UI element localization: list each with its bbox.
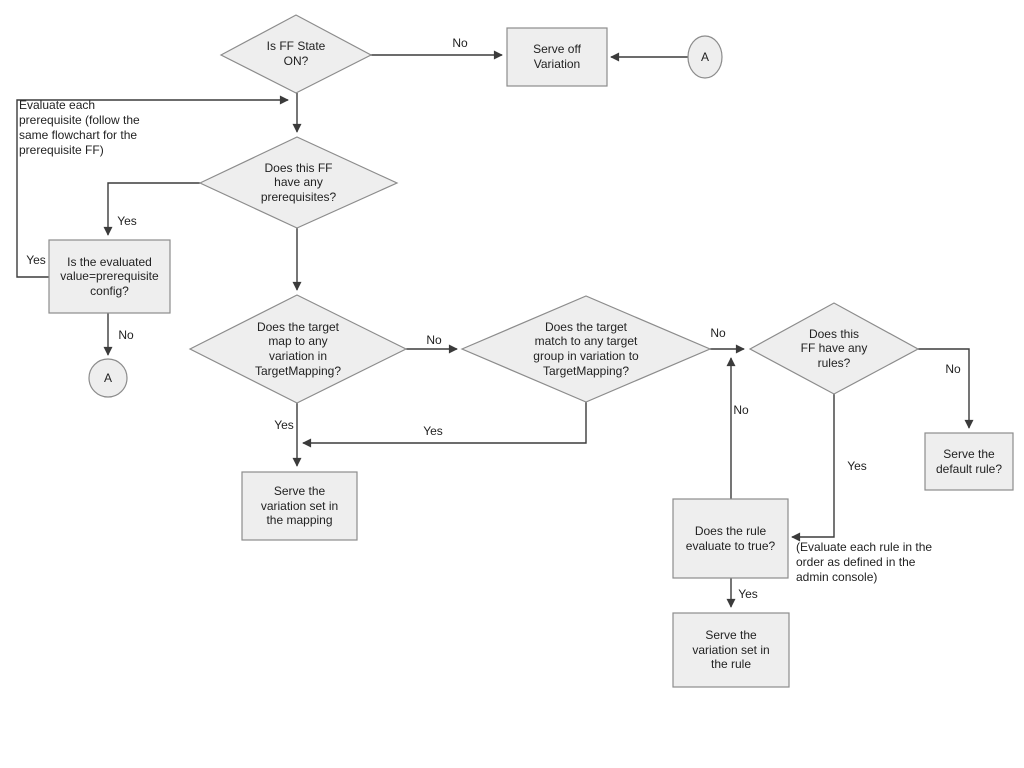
edge-rules-no bbox=[918, 348, 974, 429]
process-evaluated-value-matches bbox=[48, 239, 171, 314]
edge-eval-loop-back bbox=[16, 95, 289, 278]
edge-label-rule-false-no: No bbox=[733, 403, 749, 417]
edge-label-eval-loop-yes: Yes bbox=[26, 253, 46, 267]
process-serve-off-variation bbox=[506, 27, 608, 87]
connector-a-left bbox=[88, 358, 128, 398]
edge-group-yes bbox=[302, 402, 587, 448]
process-serve-variation-mapping bbox=[241, 471, 358, 541]
edge-label-rules-yes: Yes bbox=[847, 459, 867, 473]
note-rules-order: (Evaluate each rule in the order as defi… bbox=[796, 540, 933, 584]
note-prerequisite: Evaluate each prerequisite (follow the s… bbox=[19, 98, 140, 157]
decision-has-prerequisites bbox=[198, 136, 399, 229]
process-rule-evaluates-true bbox=[672, 498, 789, 579]
process-serve-default-rule bbox=[924, 432, 1014, 491]
edge-label-ff-off-no: No bbox=[452, 36, 468, 50]
edge-label-group-yes: Yes bbox=[423, 424, 443, 438]
edge-label-eval-no: No bbox=[118, 328, 134, 342]
edge-prereq-yes bbox=[103, 182, 200, 236]
decision-has-rules bbox=[748, 302, 920, 395]
connector-a-top bbox=[687, 35, 723, 79]
edge-label-mapping-yes: Yes bbox=[274, 418, 294, 432]
decision-target-maps-variation bbox=[188, 294, 408, 404]
edge-label-rules-none-no: No bbox=[945, 362, 961, 376]
edge-label-prereq-yes: Yes bbox=[117, 214, 137, 228]
process-serve-variation-rule bbox=[672, 612, 790, 688]
edge-label-mapping-no: No bbox=[426, 333, 442, 347]
edge-label-group-no: No bbox=[710, 326, 726, 340]
decision-is-ff-state-on bbox=[219, 14, 373, 94]
decision-target-matches-group bbox=[460, 295, 712, 403]
edge-label-rule-true-yes: Yes bbox=[738, 587, 758, 601]
edge-rules-yes bbox=[791, 394, 835, 542]
